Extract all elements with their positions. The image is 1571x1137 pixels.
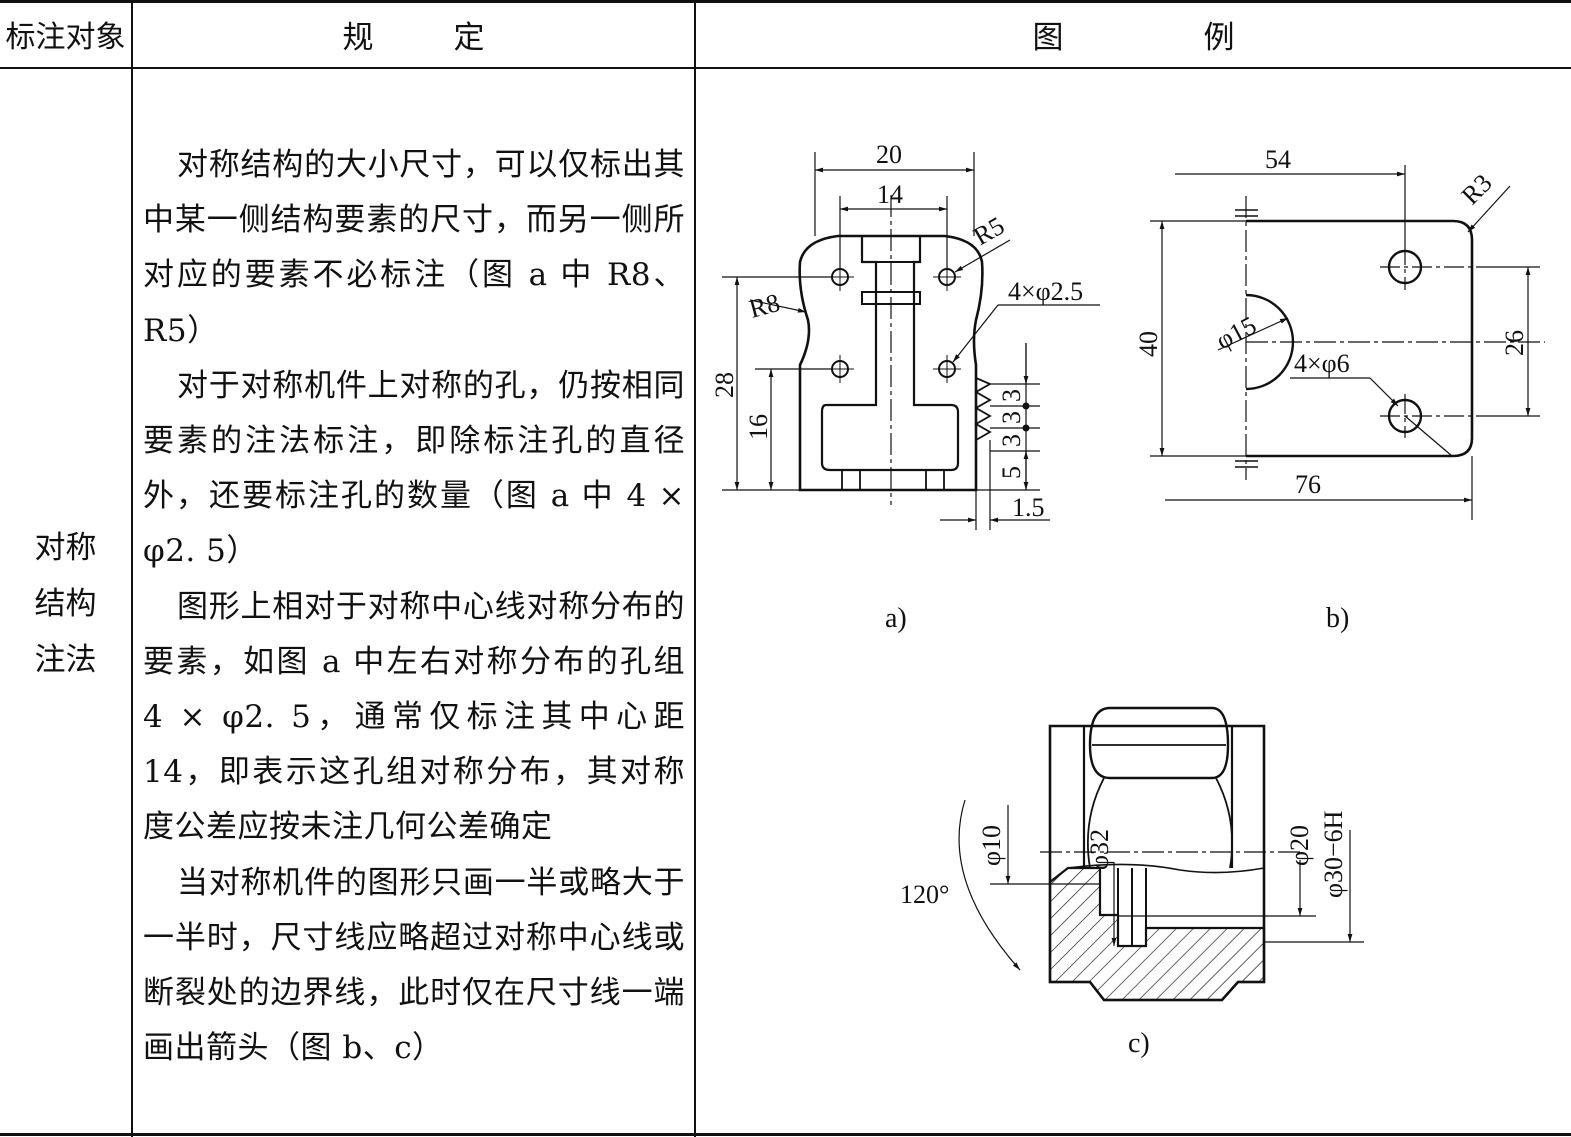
rule-paragraph-1: 对称结构的大小尺寸，可以仅标出其中某一侧结构要素的尺寸，而另一侧所对应的要素不必… [143, 147, 685, 349]
dim-b-54: 54 [1265, 145, 1291, 174]
dim-b-26: 26 [1500, 330, 1529, 356]
dim-a-3c: 3 [997, 434, 1026, 447]
figure-a-labels: 20 14 R5 R8 4×φ2.5 28 16 3 3 3 5 1.5 a) [710, 140, 1083, 634]
dim-a-r5: R5 [969, 211, 1010, 251]
plate-outline-b [1246, 219, 1474, 458]
rules-text: 对称结构的大小尺寸，可以仅标出其中某一侧结构要素的尺寸，而另一侧所对应的要素不必… [143, 138, 685, 1076]
caption-b: b) [1326, 603, 1349, 634]
figure-c-labels: φ10 φ32 φ20 φ30−6H 120° c) [900, 810, 1348, 1059]
dim-a-5: 5 [997, 466, 1026, 479]
dim-c-phi20: φ20 [1285, 825, 1314, 866]
dim-a-holes: 4×φ2.5 [1008, 277, 1083, 306]
object-line-1: 对称 [34, 530, 97, 566]
dim-b-phi15: φ15 [1211, 310, 1261, 355]
dim-a-16: 16 [744, 414, 773, 440]
rule-paragraph-2: 对于对称机件上对称的孔，仍按相同要素的注法标注，即除标注孔的直径外，还要标注孔的… [143, 367, 685, 570]
dim-a-r8: R8 [746, 288, 783, 324]
dim-a-3a: 3 [997, 389, 1026, 402]
figure-c [958, 706, 1364, 1002]
caption-c: c) [1128, 1028, 1150, 1059]
rule-paragraph-3: 图形上相对于对称中心线对称分布的要素，如图 a 中左右对称分布的孔组 4 × φ… [143, 588, 685, 846]
dim-a-14: 14 [877, 180, 903, 209]
dim-c-angle: 120° [900, 880, 949, 909]
dim-a-20: 20 [876, 140, 902, 169]
dim-a-1-5: 1.5 [1012, 493, 1045, 522]
table-top-border [0, 0, 1571, 3]
column-divider-1 [131, 0, 133, 1137]
object-line-2: 结构 [34, 586, 97, 622]
dim-c-phi32: φ32 [1085, 829, 1114, 870]
part-outline-a [798, 234, 984, 492]
dim-b-r3: R3 [1456, 168, 1498, 210]
column-divider-2 [694, 0, 696, 1137]
figure-b [1150, 165, 1545, 520]
rule-paragraph-4: 当对称机件的图形只画一半或略大于一半时，尺寸线应略超过对称中心线或断裂处的边界线… [143, 864, 685, 1067]
header-divider [0, 67, 1571, 69]
header-rule: 规定 [342, 19, 565, 56]
dim-c-phi30: φ30−6H [1319, 810, 1348, 898]
dim-b-76: 76 [1295, 470, 1321, 499]
caption-a: a) [885, 603, 907, 634]
hatch-section-c [1048, 866, 1266, 1002]
dim-b-40: 40 [1134, 331, 1163, 357]
object-cell: 对称 结构 注法 [0, 520, 131, 688]
header-object: 标注对象 [5, 20, 126, 55]
object-line-3: 注法 [34, 642, 97, 678]
figure-a [722, 152, 1100, 530]
dim-a-28: 28 [710, 372, 739, 398]
dim-b-holes: 4×φ6 [1294, 349, 1350, 378]
dim-c-phi10: φ10 [977, 825, 1006, 866]
figure-b-labels: 54 R3 40 26 φ15 4×φ6 76 b) [1134, 145, 1529, 634]
dim-a-3b: 3 [997, 411, 1026, 424]
header-figure: 图例 [1032, 19, 1375, 56]
table-bottom-border [0, 1133, 1571, 1136]
